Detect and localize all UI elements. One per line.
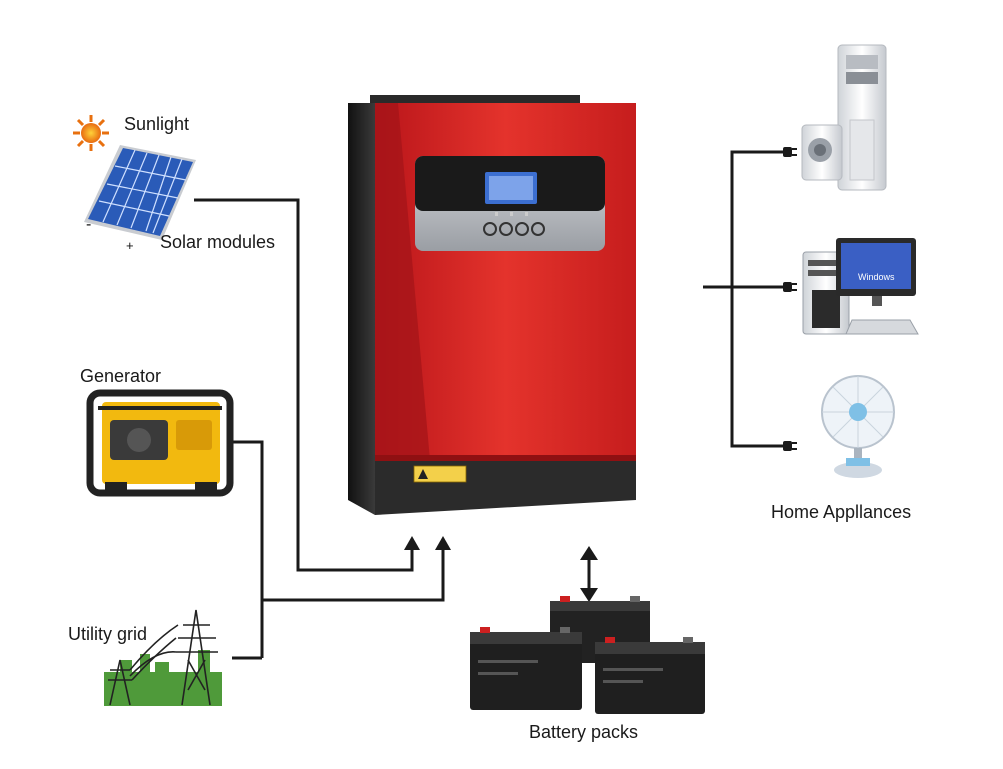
output-bus xyxy=(730,150,783,448)
battery-arrow-up xyxy=(580,546,598,560)
home-appliances-label: Home Appllances xyxy=(771,502,912,522)
plug-icon xyxy=(783,147,797,157)
battery-icon xyxy=(470,627,582,710)
ac-input-arrow xyxy=(435,536,451,550)
wires xyxy=(194,150,783,660)
solar-input-arrow xyxy=(404,536,420,550)
plug-icon xyxy=(783,441,797,451)
generator-wire xyxy=(232,440,264,658)
ac-input-wire xyxy=(262,548,445,602)
solar-plus-label: + xyxy=(126,238,134,253)
solar-wire xyxy=(194,198,414,572)
battery-arrow-down xyxy=(580,588,598,602)
pc-screen-text: Windows xyxy=(858,272,895,282)
solar-minus-label: - xyxy=(86,216,92,233)
air-conditioner-icon xyxy=(801,44,887,191)
computer-icon xyxy=(802,238,919,335)
generator-label: Generator xyxy=(80,366,162,386)
battery-icon xyxy=(595,637,705,714)
plug-icon xyxy=(783,282,797,292)
sunlight-label: Sunlight xyxy=(124,114,190,134)
inverter-icon xyxy=(348,95,636,515)
sun-icon xyxy=(73,115,109,151)
generator-icon xyxy=(86,389,234,497)
utility-grid-label: Utility grid xyxy=(68,624,148,644)
battery-packs-label: Battery packs xyxy=(529,722,639,742)
solar-modules-label: Solar modules xyxy=(160,232,276,252)
solar-panel-icon xyxy=(84,145,196,240)
fan-icon xyxy=(821,375,895,478)
power-tower-icon xyxy=(104,609,222,706)
